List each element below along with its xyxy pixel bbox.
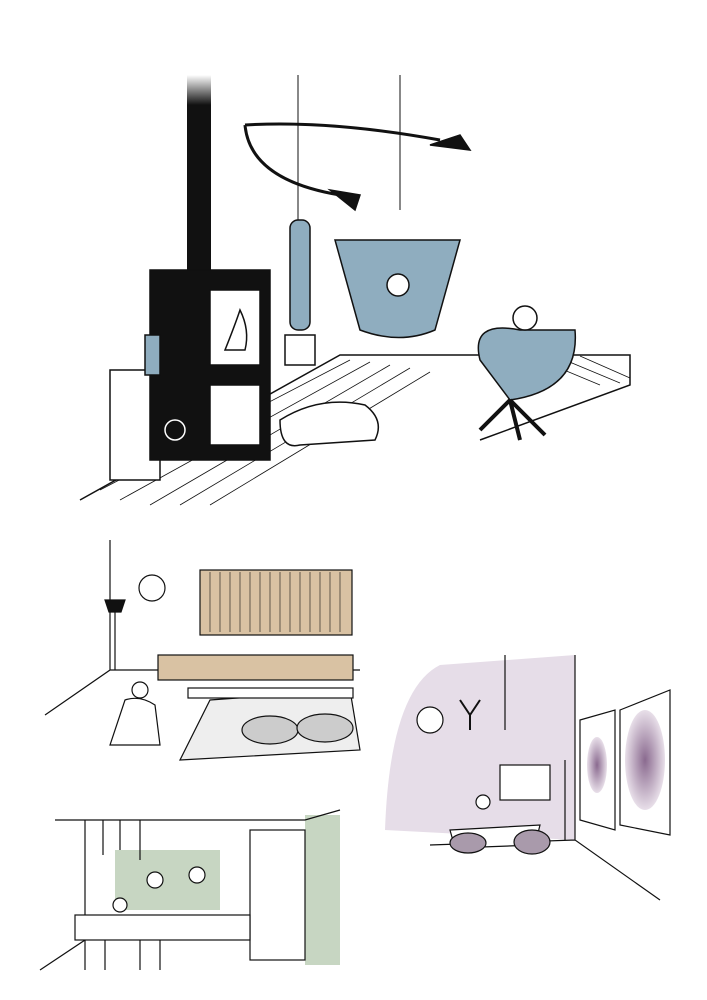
vase (144, 334, 161, 376)
dog (279, 401, 380, 447)
scene-kitchen (39, 809, 341, 971)
meditator-head (131, 681, 149, 699)
diner-head (475, 794, 491, 810)
low-cabinet (157, 654, 354, 681)
scene-living-room-stove (79, 75, 631, 506)
slatted-panel (199, 569, 353, 636)
scene-dining-gallery (385, 655, 671, 901)
fire-icon (223, 308, 248, 351)
stove-pipe (187, 75, 211, 275)
coffee-table (187, 687, 354, 699)
slats (209, 572, 341, 632)
stove-window (209, 289, 261, 366)
girl-head (386, 273, 410, 297)
painting-small (587, 737, 607, 793)
chair (449, 832, 487, 854)
cactus (289, 219, 311, 331)
moon-lamp (138, 574, 166, 602)
kitchen-island (74, 914, 251, 941)
speaker-cone (164, 419, 186, 441)
scene-meditation-room (44, 540, 361, 761)
framed-art (499, 764, 551, 801)
log-storage (209, 384, 261, 446)
antler-mount (459, 699, 481, 730)
painting-large (625, 710, 665, 810)
chair (513, 829, 551, 855)
kitchen-cabinets (249, 829, 306, 961)
lounge-chair (477, 327, 577, 401)
cactus-pot (284, 334, 316, 366)
man-head (512, 305, 538, 331)
